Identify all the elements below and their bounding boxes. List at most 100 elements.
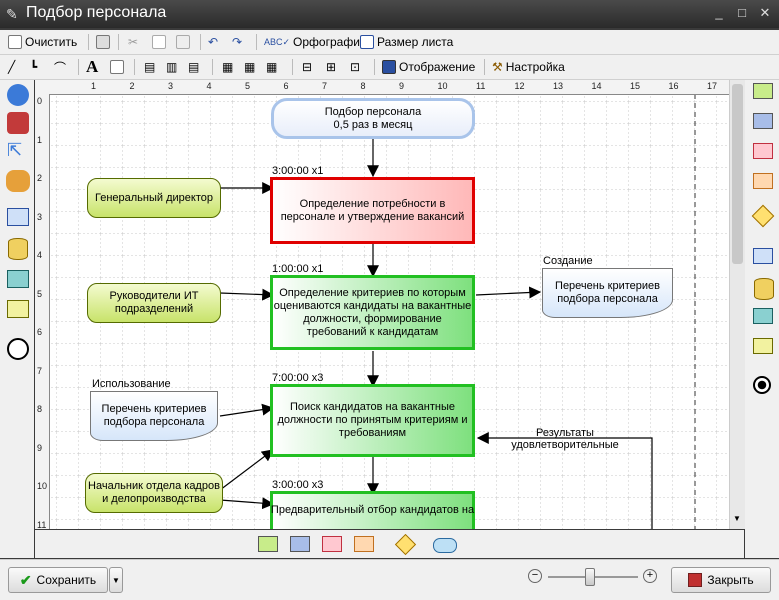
ruler-tick-label: 11 [37,519,47,530]
distribute-h-button[interactable]: ⊟ [302,58,312,76]
line-icon: ╱ [8,60,16,74]
app-icon: ✎ [6,6,18,22]
start-event-icon[interactable] [7,338,29,360]
process-node[interactable]: Определение потребности в персонале и ут… [270,177,475,244]
pointer-icon[interactable]: ⇱ [7,140,23,160]
scissors-icon: ✂ [128,35,139,49]
align-middle-button[interactable]: ▦ [244,58,255,76]
table-shape-icon[interactable] [7,270,29,288]
ruler-tick-label: 9 [37,442,43,453]
masks-icon[interactable] [7,112,29,134]
edge-label: Результаты удовлетворительные [511,427,619,451]
distribute-v-button[interactable]: ⊞ [326,58,336,76]
rectangle-tool[interactable] [110,58,124,76]
ruler-tick-label: 11 [476,81,486,91]
page-size-button[interactable]: Размер листа [360,33,453,51]
database-shape-icon[interactable] [8,238,28,260]
role-node[interactable]: Начальник отдела кадров и делопроизводст… [85,473,223,513]
status-bar: ✔ Сохранить ▼ − + Закрыть [0,559,779,600]
title-bar: ✎ Подбор персонала _ □ ✕ [0,0,779,28]
new-page-icon [8,35,22,49]
close-button[interactable]: Закрыть [671,567,771,593]
ruler-tick-label: 2 [129,81,135,91]
same-size-icon: ⊡ [350,60,361,74]
clear-button[interactable]: Очистить [8,33,77,51]
align-right-button[interactable]: ▤ [188,58,199,76]
maximize-icon[interactable]: □ [738,5,746,20]
ruler-tick-label: 10 [37,481,48,491]
group-icon[interactable] [6,170,30,192]
red-process-icon[interactable] [753,143,773,159]
copy-button[interactable] [152,33,166,51]
spellcheck-icon: ABC✓ [264,36,291,47]
blue-process-icon[interactable] [753,113,773,129]
role-node[interactable]: Руководители ИТ подразделений [87,283,221,323]
table-shape-icon[interactable] [753,308,773,324]
paste-button[interactable] [176,33,190,51]
green-process-icon[interactable] [258,536,278,552]
exit-icon [688,573,703,587]
process-time-label: 1:00:00 x1 [272,263,324,275]
same-size-button[interactable]: ⊡ [350,58,360,76]
scrollbar-thumb[interactable] [732,84,743,264]
text-tool[interactable]: A [86,57,98,76]
orange-process-icon[interactable] [753,173,773,189]
spelling-button[interactable]: ABC✓ Орфография [264,35,367,49]
cut-button[interactable]: ✂ [128,33,138,51]
terminator-icon[interactable] [433,538,457,553]
document-node[interactable]: Перечень критериев подбора персонала [542,268,673,318]
blue-process-icon[interactable] [290,536,310,552]
note-shape-icon[interactable] [753,338,773,354]
ruler-tick-label: 8 [37,404,43,414]
arc-tool[interactable]: ⌒ [54,58,66,76]
chevron-down-icon: ▼ [112,575,120,585]
align-left-button[interactable]: ▤ [144,58,155,76]
zoom-out-icon[interactable]: − [528,569,542,583]
decision-icon[interactable] [751,204,775,228]
display-button[interactable]: Отображение [382,58,475,76]
start-node[interactable]: Подбор персонала 0,5 раз в месяц [271,98,475,139]
left-shape-panel: ⇱ [0,80,34,558]
ruler-tick-label: 4 [206,81,212,91]
align-center-button[interactable]: ▥ [166,58,177,76]
align-bottom-icon: ▦ [266,60,278,74]
process-node[interactable]: Предварительный отбор кандидатов на [270,491,475,529]
settings-button[interactable]: ⚒ Настройка [492,60,565,74]
zoom-in-icon[interactable]: + [643,569,657,583]
document-node[interactable]: Перечень критериев подбора персонала [90,391,218,441]
document-shape-icon[interactable] [753,248,773,264]
note-shape-icon[interactable] [7,300,29,318]
redo-button[interactable]: ↷ [232,33,242,51]
end-event-icon[interactable] [753,376,771,394]
vertical-scrollbar[interactable]: ▼ [729,80,745,529]
zoom-slider-thumb[interactable] [584,568,595,586]
ruler-tick-label: 12 [514,81,525,91]
red-process-icon[interactable] [322,536,342,552]
user-icon[interactable] [7,84,29,106]
connector-tool[interactable]: ┗ [30,58,37,76]
undo-button[interactable]: ↶ [208,33,218,51]
print-button[interactable] [96,33,110,51]
document-text: Перечень критериев подбора персонала [101,403,207,428]
ruler-tick-label: 14 [591,81,602,91]
role-text: Генеральный директор [95,191,213,204]
database-shape-icon[interactable] [754,278,774,300]
decision-icon[interactable] [394,533,417,556]
orange-process-icon[interactable] [354,536,374,552]
page-size-icon [360,35,374,49]
scroll-down-icon[interactable]: ▼ [733,514,741,523]
line-tool[interactable]: ╱ [8,58,15,76]
role-node[interactable]: Генеральный директор [87,178,221,218]
align-bottom-button[interactable]: ▦ [266,58,277,76]
process-node[interactable]: Поиск кандидатов на вакантные должности … [270,384,475,457]
minimize-icon[interactable]: _ [715,5,723,20]
align-top-button[interactable]: ▦ [222,58,233,76]
green-process-icon[interactable] [753,83,773,99]
document-shape-icon[interactable] [7,208,29,226]
close-icon[interactable]: ✕ [759,5,771,20]
ruler-tick-label: 13 [553,81,564,91]
save-options-dropdown[interactable]: ▼ [109,567,123,593]
process-node[interactable]: Определение критериев по которым оценива… [270,275,475,350]
save-button[interactable]: ✔ Сохранить [8,567,108,593]
